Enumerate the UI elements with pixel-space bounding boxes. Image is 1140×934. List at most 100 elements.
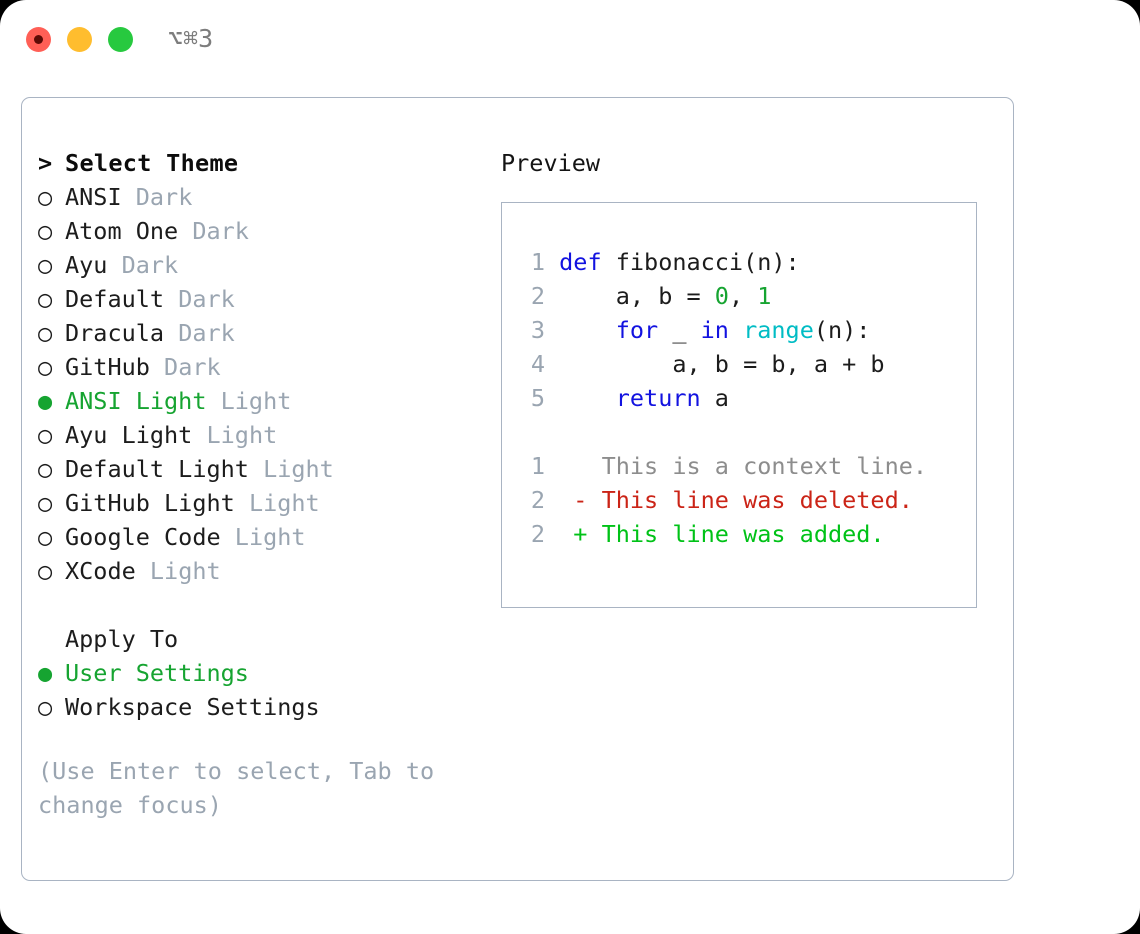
theme-picker-panel: >Select Theme ○ANSI Dark○Atom One Dark○A… <box>21 97 1014 881</box>
code-gutter-spacer <box>545 350 559 378</box>
minimize-window-button[interactable] <box>67 27 92 52</box>
code-line: 3 for _ in range(n): <box>517 313 970 347</box>
code-gutter-spacer <box>545 282 559 310</box>
apply-to-header: Apply To <box>38 622 478 656</box>
theme-list-item[interactable]: ○ Dracula Dark <box>38 316 478 350</box>
theme-list: ○ANSI Dark○Atom One Dark○Ayu Dark○Defaul… <box>38 180 478 588</box>
code-line: 2 a, b = 0, 1 <box>517 279 970 313</box>
apply-to-item[interactable]: ●User Settings <box>38 656 478 690</box>
theme-list-item[interactable]: ○GitHub Light Light <box>38 486 478 520</box>
diff-line-number: 2 <box>530 520 545 548</box>
code-token: 0 <box>714 282 729 310</box>
code-line-number: 1 <box>530 248 545 276</box>
theme-list-item[interactable]: ○XCode Light <box>38 554 478 588</box>
theme-name-label: Ayu <box>65 251 108 279</box>
code-line: 5 return a <box>517 381 970 415</box>
theme-list-item[interactable]: ○ Atom One Dark <box>38 214 478 248</box>
radio-unselected-icon: ○ <box>38 523 53 551</box>
maximize-window-button[interactable] <box>108 27 133 52</box>
radio-unselected-icon: ○ <box>38 285 53 313</box>
apply-to-list: ●User Settings ○ Workspace Settings <box>38 656 478 724</box>
diff-line: 2 + This line was added. <box>517 517 970 551</box>
theme-list-item[interactable]: ○Default Light Light <box>38 452 478 486</box>
theme-list-item[interactable]: ○ Default Dark <box>38 282 478 316</box>
theme-list-item[interactable]: ○GitHub Dark <box>38 350 478 384</box>
code-line-number: 2 <box>530 282 545 310</box>
theme-variant-label: Light <box>149 557 221 585</box>
diff-sign-spacer <box>587 452 601 480</box>
theme-name-label: Dracula <box>65 319 165 347</box>
theme-list-item[interactable]: ● ANSI Light Light <box>38 384 478 418</box>
theme-variant-label: Light <box>248 489 320 517</box>
code-token: (n): <box>813 316 871 344</box>
diff-text: This is a context line. <box>601 452 928 480</box>
code-diff-spacer <box>517 415 970 449</box>
diff-gutter-spacer <box>545 452 573 480</box>
theme-name-label: Default Light <box>65 455 249 483</box>
code-line-number: 4 <box>530 350 545 378</box>
code-gutter-spacer <box>545 248 559 276</box>
theme-name-spacer <box>136 557 150 585</box>
theme-name-label: Google Code <box>65 523 221 551</box>
theme-name-label: ANSI Light <box>65 387 207 415</box>
radio-unselected-icon: ○ <box>38 693 53 721</box>
keyboard-hint-text: (Use Enter to select, Tab to change focu… <box>38 757 435 819</box>
radio-unselected-icon: ○ <box>38 251 53 279</box>
theme-list-column: >Select Theme ○ANSI Dark○Atom One Dark○A… <box>38 146 478 822</box>
theme-name-label: XCode <box>65 557 136 585</box>
radio-unselected-icon: ○ <box>38 319 53 347</box>
theme-variant-label: Dark <box>178 319 235 347</box>
theme-variant-label: Dark <box>178 285 235 313</box>
code-token: a, b = <box>559 282 715 310</box>
diff-line-number: 1 <box>530 452 545 480</box>
code-gutter-spacer <box>545 316 559 344</box>
code-token: a <box>700 384 729 412</box>
code-token: , <box>728 282 758 310</box>
theme-name-spacer <box>221 523 235 551</box>
theme-name-label: GitHub Light <box>65 489 235 517</box>
theme-name-spacer <box>164 319 178 347</box>
diff-sign-spacer <box>587 520 601 548</box>
theme-name-spacer <box>206 387 220 415</box>
apply-to-item[interactable]: ○ Workspace Settings <box>38 690 478 724</box>
code-line: 1 def fibonacci(n): <box>517 245 970 279</box>
theme-name-spacer <box>249 455 263 483</box>
apply-to-item-label: Workspace Settings <box>65 693 320 721</box>
theme-name-label: Atom One <box>65 217 179 245</box>
diff-sign <box>573 452 587 480</box>
code-token: in <box>700 316 729 344</box>
theme-list-item[interactable]: ○ Ayu Dark <box>38 248 478 282</box>
theme-name-spacer <box>235 489 249 517</box>
diff-text: This line was deleted. <box>601 486 913 514</box>
radio-selected-icon: ● <box>38 387 53 415</box>
theme-variant-label: Light <box>206 421 278 449</box>
recording-indicator-icon <box>34 35 43 44</box>
code-token <box>729 316 743 344</box>
radio-unselected-icon: ○ <box>38 353 53 381</box>
code-token: 1 <box>757 282 772 310</box>
theme-list-item[interactable]: ○Ayu Light Light <box>38 418 478 452</box>
theme-list-item[interactable]: ○ANSI Dark <box>38 180 478 214</box>
theme-list-header-label: Select Theme <box>65 149 239 177</box>
theme-variant-label: Dark <box>192 217 249 245</box>
apply-to-label: Apply To <box>65 625 179 653</box>
diff-sample: 1 This is a context line.2 - This line w… <box>517 449 970 551</box>
code-token: fibonacci(n): <box>615 248 800 276</box>
diff-gutter-spacer <box>545 520 573 548</box>
theme-list-item[interactable]: ○ Google Code Light <box>38 520 478 554</box>
diff-line-number: 2 <box>530 486 545 514</box>
diff-line: 1 This is a context line. <box>517 449 970 483</box>
theme-name-spacer <box>107 251 121 279</box>
theme-variant-label: Light <box>234 523 306 551</box>
theme-name-label: GitHub <box>65 353 150 381</box>
radio-unselected-icon: ○ <box>38 217 53 245</box>
code-token: range <box>743 316 814 344</box>
radio-unselected-icon: ○ <box>38 421 53 449</box>
theme-variant-label: Light <box>263 455 334 483</box>
theme-variant-label: Light <box>220 387 292 415</box>
theme-variant-label: Dark <box>121 251 179 279</box>
theme-name-label: Default <box>65 285 165 313</box>
